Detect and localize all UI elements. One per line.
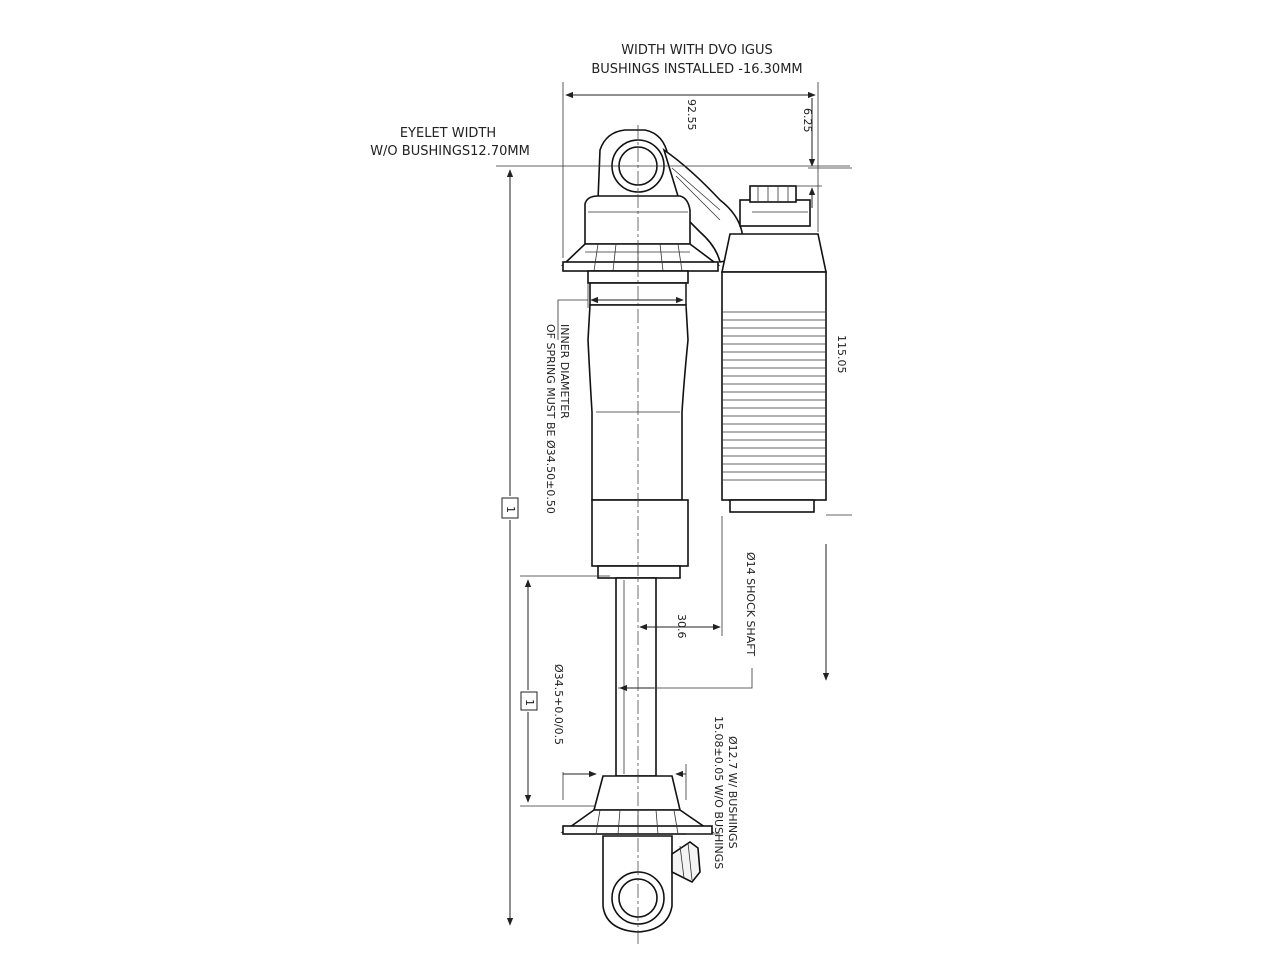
width-dvo-line1: WIDTH WITH DVO IGUS [621, 43, 773, 58]
dim-overall-width-value: 92.55 [685, 99, 698, 131]
dim-shaft-offset: 30.6 [639, 516, 723, 639]
dim-top-offset: 6.25 [796, 98, 852, 208]
width-dvo-note: WIDTH WITH DVO IGUS BUSHINGS INSTALLED -… [591, 43, 802, 77]
dim-seat-diameter: Ø34.5+0.0/0.5 [552, 664, 687, 800]
dim-top-offset-value: 6.25 [801, 108, 814, 133]
spring-note: INNER DIAMETER OF SPRING MUST BE Ø34.50±… [544, 283, 687, 514]
eyelet-width-note: EYELET WIDTH W/O BUSHINGS12.70MM [370, 126, 530, 159]
dim-overall-width: 92.55 [562, 82, 819, 258]
dim-eye-to-eye: 1 [496, 165, 850, 926]
piggyback-reservoir [721, 185, 827, 513]
box-eye-to-eye-frame [501, 497, 519, 519]
bushing-note-line1: Ø12.7 W/ BUSHINGS [726, 736, 739, 849]
rebound-knob-icon [671, 841, 701, 884]
spring-note-line2: OF SPRING MUST BE Ø34.50±0.50 [544, 324, 557, 514]
dim-stroke: 1 [520, 575, 610, 807]
spring-note-line1: INNER DIAMETER [558, 324, 571, 419]
eyelet-line2: W/O BUSHINGS12.70MM [370, 144, 530, 159]
eyelet-line1: EYELET WIDTH [400, 126, 496, 141]
reservoir-ribs [722, 311, 826, 481]
dim-seat-diameter-value: Ø34.5+0.0/0.5 [552, 664, 565, 745]
bushing-note: Ø12.7 W/ BUSHINGS 15.08±0.05 W/O BUSHING… [686, 716, 739, 869]
width-dvo-line2: BUSHINGS INSTALLED -16.30MM [591, 62, 802, 77]
dim-shaft-offset-value: 30.6 [675, 614, 688, 639]
shaft-note: Ø14 SHOCK SHAFT [744, 552, 757, 656]
dim-reservoir-length: 115.05 [822, 335, 852, 681]
box-stroke: 1 [523, 699, 536, 706]
box-stroke-frame [520, 691, 538, 711]
shaft-leader: Ø14 SHOCK SHAFT [618, 552, 757, 692]
bushing-note-line2: 15.08±0.05 W/O BUSHINGS [712, 716, 725, 869]
shock-body [560, 129, 743, 933]
dim-reservoir-length-value: 115.05 [835, 335, 848, 374]
box-eye-to-eye: 1 [504, 506, 517, 513]
